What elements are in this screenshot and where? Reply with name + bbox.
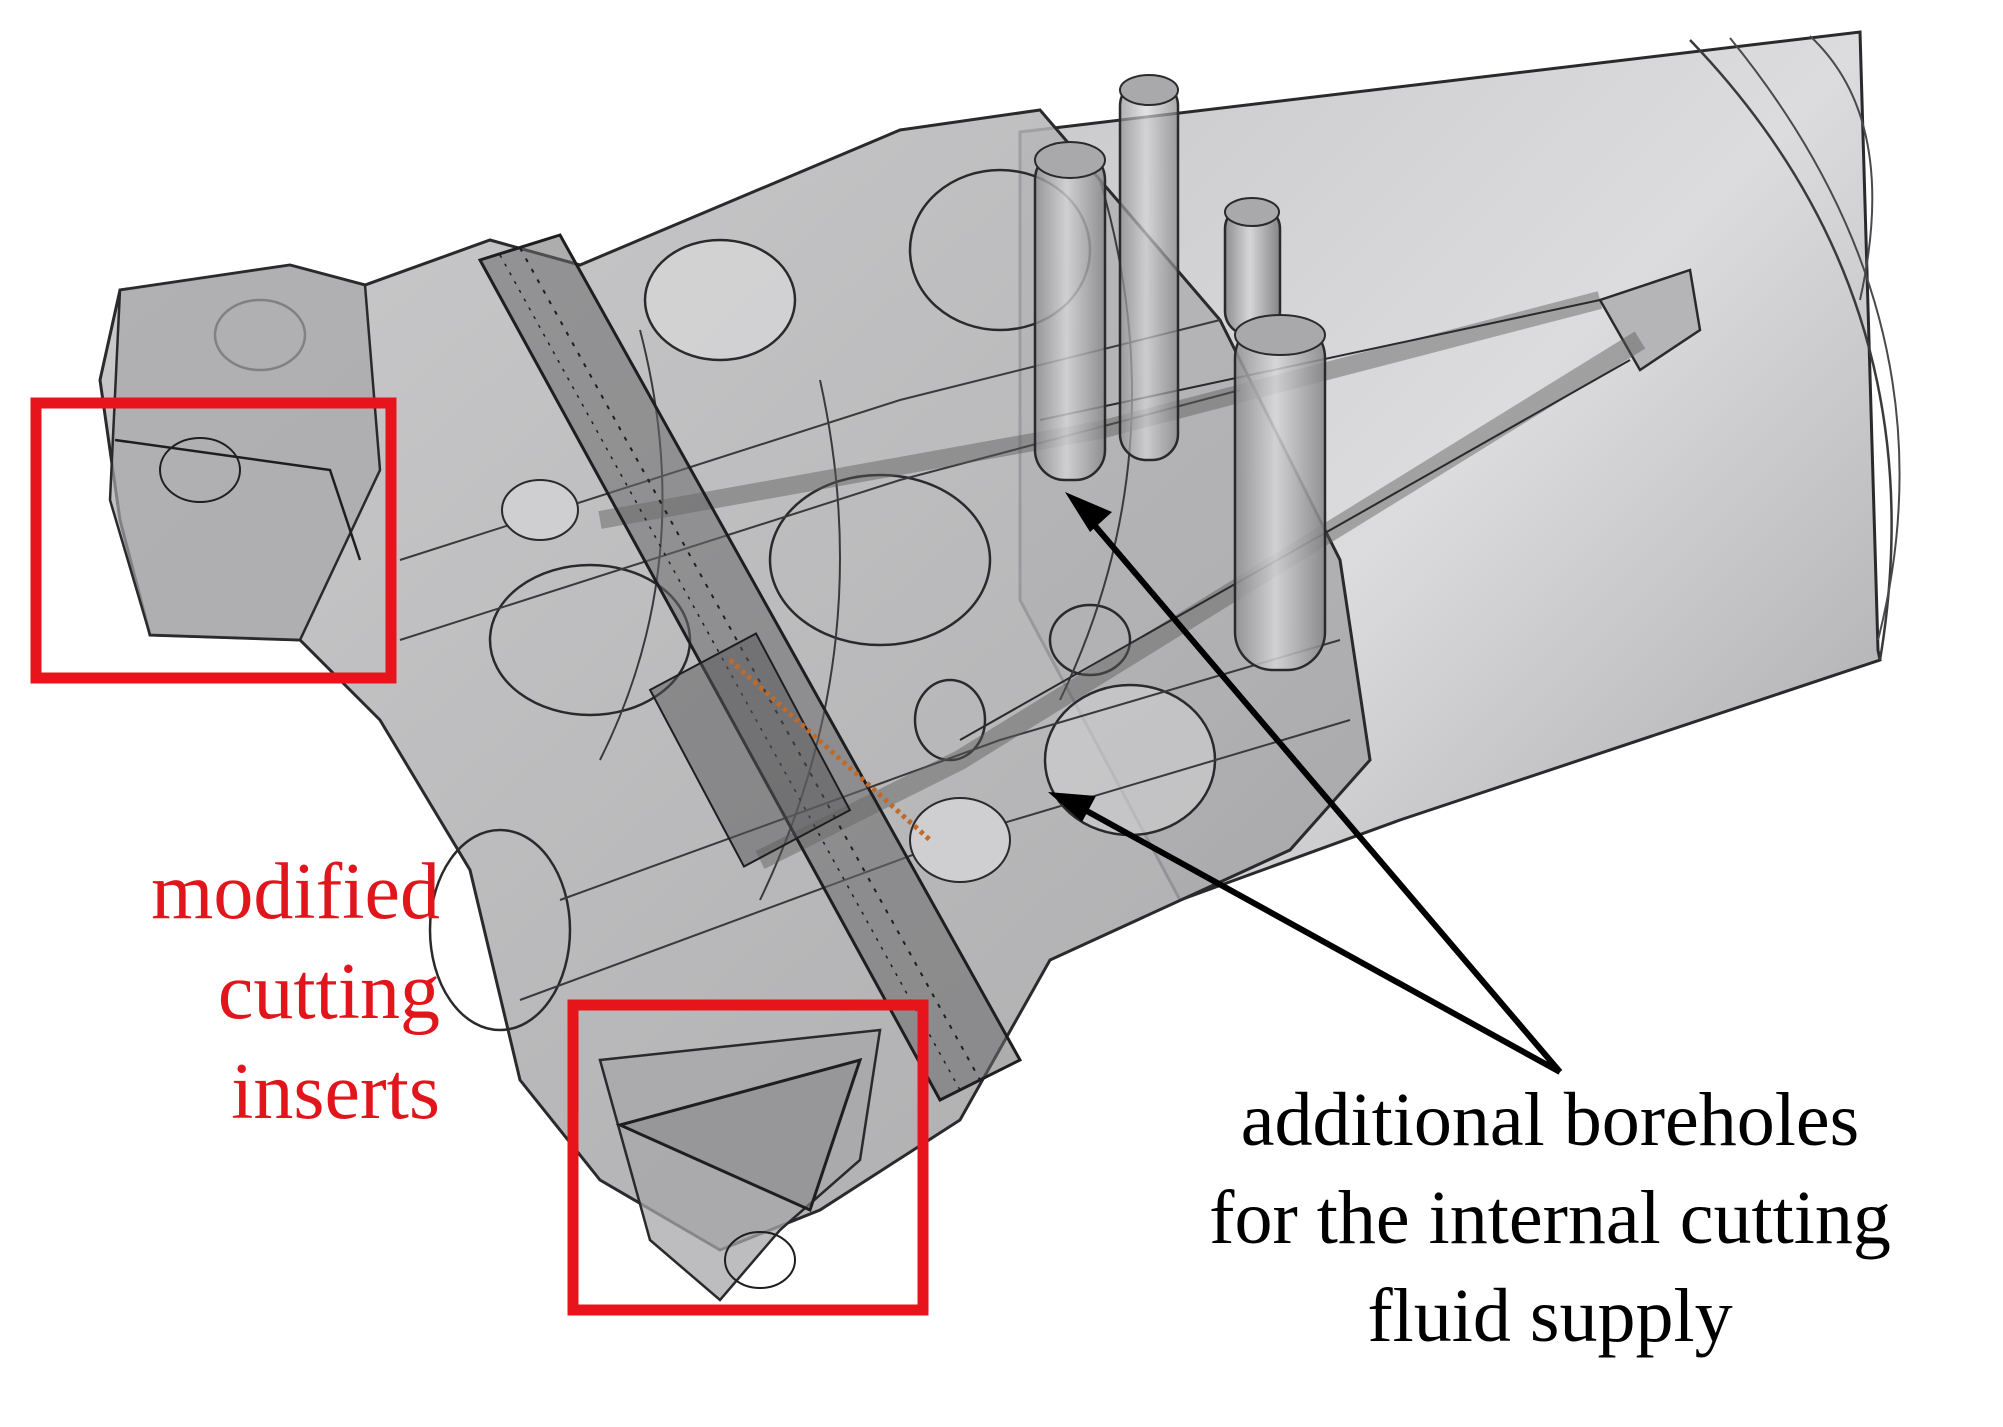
boreholes-label: additional boreholes for the internal cu… [1105,1082,1995,1376]
label-line: modified [151,848,440,936]
insert-highlight-box-bottom [567,999,929,1316]
borehole-arrows [1048,492,1563,1075]
insert-highlight-box-top [30,397,397,684]
label-line: for the internal cutting [1209,1176,1891,1260]
label-line: cutting [217,948,440,1036]
clamping-screws [1033,74,1327,672]
modified-inserts-label: modified cutting inserts [70,852,440,1152]
label-line: fluid supply [1367,1274,1733,1358]
cutting-insert-bottom [598,1028,882,1302]
label-line: additional boreholes [1240,1078,1860,1162]
label-line: inserts [231,1048,440,1136]
cutting-insert-top [108,263,382,642]
serrated-rack [477,233,1023,1102]
